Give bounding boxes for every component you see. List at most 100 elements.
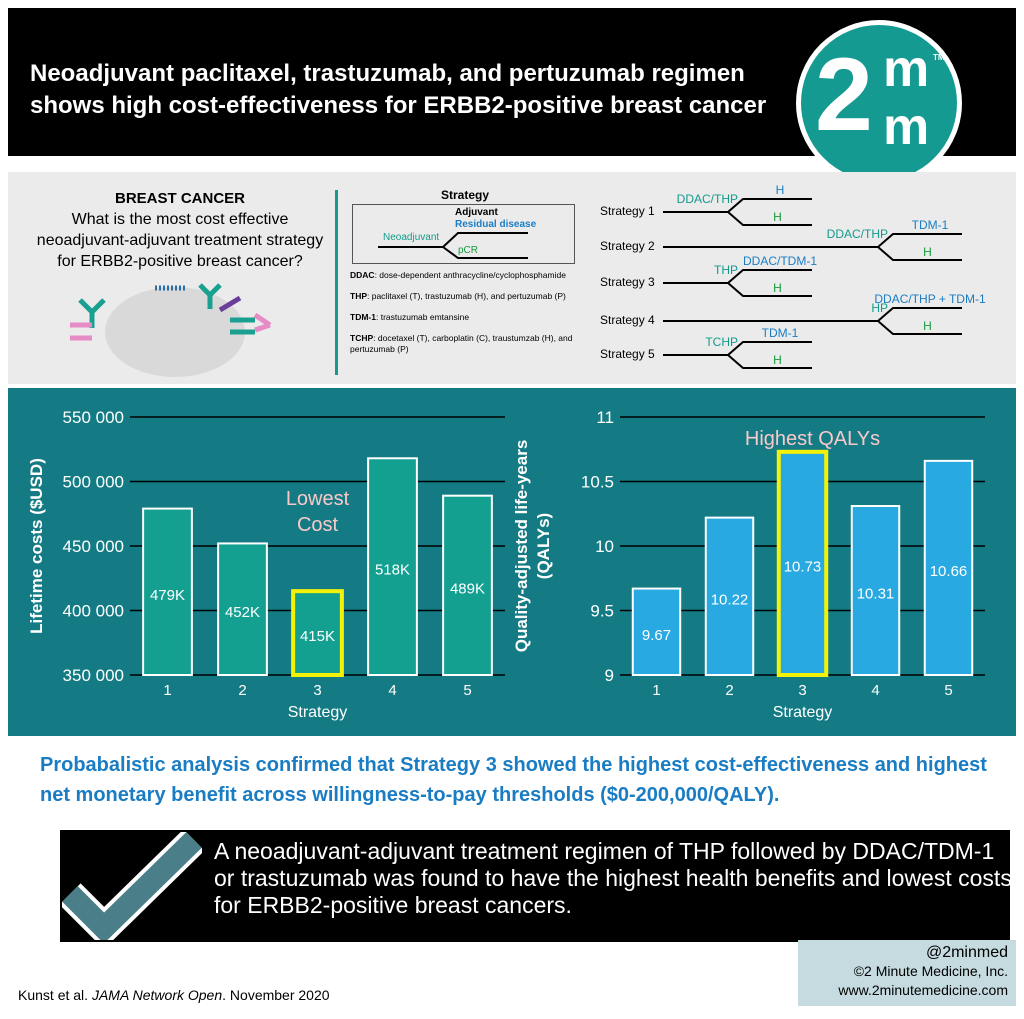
handle: @2minmed — [925, 944, 1008, 961]
strategy-label: Strategy 4 — [600, 313, 655, 327]
pcr-regimen: H — [773, 210, 782, 224]
strategy-label: Strategy 5 — [600, 347, 655, 361]
x-axis-label: Strategy — [288, 704, 348, 721]
pcr-regimen: H — [773, 353, 782, 367]
checkmark-icon — [62, 832, 202, 940]
strategy-branch — [663, 341, 812, 369]
neoadjuvant-regimen: TCHP — [705, 335, 738, 349]
neoadjuvant-label: Neoadjuvant — [383, 232, 440, 243]
residual-regimen: TDM-1 — [911, 218, 949, 232]
data-label: 415K — [300, 628, 335, 645]
pcr-regimen: H — [923, 245, 932, 259]
strategy-branch — [663, 233, 962, 261]
neoadjuvant-regimen: HP — [871, 301, 888, 315]
bar — [631, 587, 682, 677]
company: ©2 Minute Medicine, Inc. — [853, 963, 1008, 979]
strategy-label: Strategy 2 — [600, 239, 655, 253]
x-tick-label: 1 — [652, 682, 660, 699]
summary-text: Probabalistic analysis confirmed that St… — [40, 754, 987, 806]
residual-regimen: TDM-1 — [761, 326, 799, 340]
x-tick-label: 4 — [871, 682, 879, 699]
pcr-regimen: H — [923, 319, 932, 333]
bar — [367, 457, 418, 676]
bar — [442, 494, 493, 676]
credit-box: @2minmed ©2 Minute Medicine, Inc. www.2m… — [798, 940, 1016, 1006]
data-label: 10.73 — [784, 558, 822, 575]
strategy-label: Strategy 1 — [600, 204, 655, 218]
strategy-branch — [663, 307, 962, 335]
bar — [291, 589, 344, 677]
x-tick-label: 2 — [238, 682, 246, 699]
y-tick-label: 9.5 — [590, 602, 614, 621]
legend-box: Adjuvant Residual disease Neoadjuvant pC… — [352, 204, 575, 264]
y-tick-label: 500 000 — [63, 473, 124, 492]
conclusion-box — [60, 830, 1010, 942]
data-label: 452K — [225, 604, 260, 621]
citation: Kunst et al. JAMA Network Open. November… — [18, 987, 330, 1003]
y-tick-label: 350 000 — [63, 666, 124, 685]
legend-title: Strategy — [440, 188, 490, 202]
y-tick-label: 9 — [605, 666, 614, 685]
y-tick-label: 450 000 — [63, 537, 124, 556]
adjuvant-label: Adjuvant — [455, 207, 498, 218]
bar — [923, 459, 974, 676]
annotation: Highest QALYs — [745, 428, 880, 450]
y-axis-label: Quality-adjusted life-years(QALYs) — [515, 440, 553, 653]
cost-chart: 350 000 400 000 450 000 500 000 550 000Lifet… — [27, 408, 505, 721]
residual-regimen: H — [775, 183, 785, 197]
x-tick-label: 1 — [163, 682, 171, 699]
pcr-regimen: H — [773, 281, 782, 295]
data-label: 10.66 — [930, 563, 968, 580]
x-tick-label: 4 — [388, 682, 396, 699]
question-text: What is the most cost effective neoadjuv… — [36, 211, 324, 270]
bar — [704, 516, 755, 677]
x-tick-label: 3 — [798, 682, 806, 699]
website: www.2minutemedicine.com — [838, 982, 1008, 998]
def-ddac: DDAC: dose-dependent anthracycline/cyclo… — [350, 270, 566, 280]
x-tick-label: 3 — [313, 682, 321, 699]
bar — [850, 505, 901, 677]
def-thp: THP: paclitaxel (T), trastuzumab (H), an… — [350, 291, 566, 301]
x-axis-label: Strategy — [773, 704, 833, 721]
y-tick-label: 11 — [596, 408, 614, 427]
bar — [142, 507, 193, 676]
strategy-label: Strategy 3 — [600, 275, 655, 289]
page-title: Neoadjuvant paclitaxel, trastuzumab, and… — [30, 58, 790, 122]
residual-label: Residual disease — [455, 219, 537, 230]
def-tdm1: TDM-1: trastuzumab emtansine — [350, 312, 470, 322]
data-label: 10.31 — [857, 586, 895, 603]
data-label: 489K — [450, 580, 485, 597]
residual-regimen: DDAC/TDM-1 — [743, 254, 817, 268]
title-line: Neoadjuvant paclitaxel, trastuzumab, and… — [30, 60, 745, 87]
def-tchp: TCHP: docetaxel (T), carboplatin (C), tr… — [350, 333, 573, 354]
conclusion-text: A neoadjuvant-adjuvant treatment regimen… — [214, 838, 1012, 918]
question-heading: BREAST CANCER — [114, 190, 245, 207]
neoadjuvant-regimen: DDAC/THP — [826, 227, 888, 241]
x-tick-label: 5 — [944, 682, 952, 699]
neoadjuvant-regimen: THP — [714, 263, 738, 277]
data-label: 518K — [375, 562, 410, 579]
x-tick-label: 2 — [725, 682, 733, 699]
y-tick-label: 10 — [595, 537, 614, 556]
trademark: TM — [933, 53, 945, 62]
y-tick-label: 10.5 — [581, 473, 614, 492]
title-line: shows high cost-effectiveness for ERBB2-… — [30, 92, 767, 119]
cell-illustration — [70, 283, 272, 377]
pcr-label: pCR — [458, 245, 479, 256]
bar — [776, 449, 829, 677]
strategy-legend: Strategy Adjuvant Residual disease Neoad… — [350, 188, 580, 355]
y-tick-label: 400 000 — [63, 602, 124, 621]
y-axis-label: Lifetime costs ($USD) — [27, 458, 46, 634]
residual-regimen: DDAC/THP + TDM-1 — [874, 292, 986, 306]
data-label: 479K — [150, 587, 185, 604]
strategy-branch — [663, 269, 812, 297]
x-tick-label: 5 — [463, 682, 471, 699]
data-label: 9.67 — [642, 627, 671, 644]
strategy-branch — [663, 198, 812, 226]
y-tick-label: 550 000 — [63, 408, 124, 427]
logo: 2 m m TM — [796, 20, 962, 186]
neoadjuvant-regimen: DDAC/THP — [676, 192, 738, 206]
